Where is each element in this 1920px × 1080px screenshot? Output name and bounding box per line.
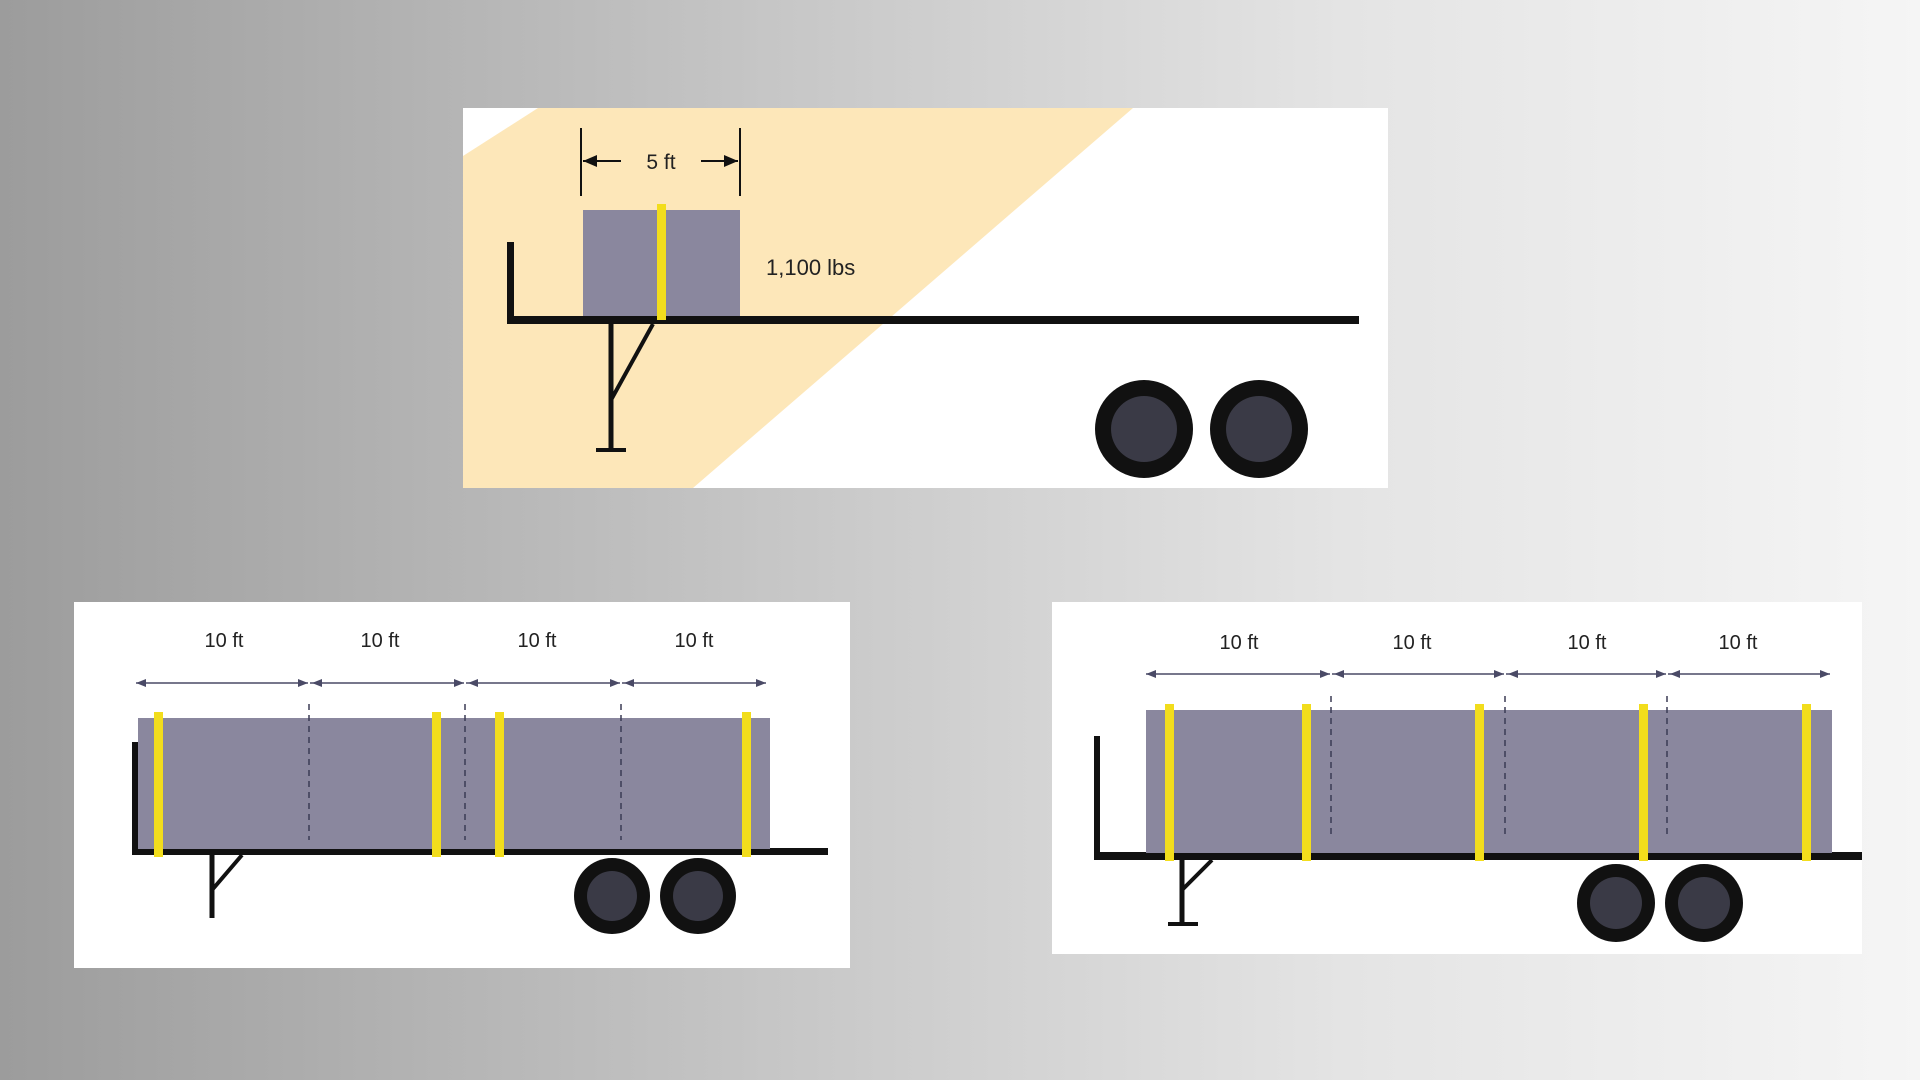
single-load-svg: 5 ft 1,100 lbs bbox=[463, 108, 1359, 488]
segment-dividers bbox=[1330, 696, 1668, 838]
landing-gear-brace bbox=[609, 323, 655, 401]
segment-label: 10 ft bbox=[675, 630, 714, 652]
wheel bbox=[1095, 380, 1193, 478]
long-load-diagram-left: 10 ft 10 ft 10 ft 10 ft bbox=[74, 602, 850, 968]
tiedown-straps bbox=[1165, 704, 1811, 861]
single-load-diagram: 5 ft 1,100 lbs bbox=[463, 108, 1388, 488]
wheel bbox=[574, 858, 650, 934]
segment-label: 10 ft bbox=[1568, 632, 1607, 654]
weight-label: 1,100 lbs bbox=[766, 255, 855, 280]
headboard bbox=[132, 742, 138, 854]
landing-gear-brace bbox=[210, 853, 244, 892]
segment-label: 10 ft bbox=[1719, 632, 1758, 654]
segment-label: 10 ft bbox=[518, 630, 557, 652]
wheel bbox=[660, 858, 736, 934]
long-load-right-svg: 10 ft 10 ft 10 ft 10 ft bbox=[1094, 632, 1862, 942]
tiedown-straps bbox=[154, 712, 751, 857]
arrowheads bbox=[136, 679, 766, 687]
segment-label: 10 ft bbox=[1220, 632, 1259, 654]
segment-label: 10 ft bbox=[361, 630, 400, 652]
wheel bbox=[1665, 864, 1743, 942]
cargo-block bbox=[138, 718, 770, 849]
segment-dividers bbox=[308, 704, 622, 840]
trailer-deck bbox=[132, 848, 828, 855]
arrow-left-icon bbox=[583, 155, 597, 167]
segment-label: 10 ft bbox=[205, 630, 244, 652]
long-load-diagram-right: 10 ft 10 ft 10 ft 10 ft bbox=[1052, 602, 1862, 954]
load-width-label: 5 ft bbox=[646, 151, 675, 174]
arrowheads bbox=[1146, 670, 1830, 678]
segment-label: 10 ft bbox=[1393, 632, 1432, 654]
tiedown-strap bbox=[657, 204, 666, 320]
highlight-wedge bbox=[463, 108, 1133, 488]
long-load-left-svg: 10 ft 10 ft 10 ft 10 ft bbox=[132, 630, 828, 934]
trailer-deck bbox=[507, 316, 1359, 324]
headboard bbox=[1094, 736, 1100, 860]
headboard bbox=[507, 242, 514, 323]
landing-gear-brace bbox=[1180, 858, 1214, 892]
cargo-block bbox=[1146, 710, 1832, 853]
arrow-right-icon bbox=[724, 155, 738, 167]
wheel bbox=[1577, 864, 1655, 942]
wheel bbox=[1210, 380, 1308, 478]
